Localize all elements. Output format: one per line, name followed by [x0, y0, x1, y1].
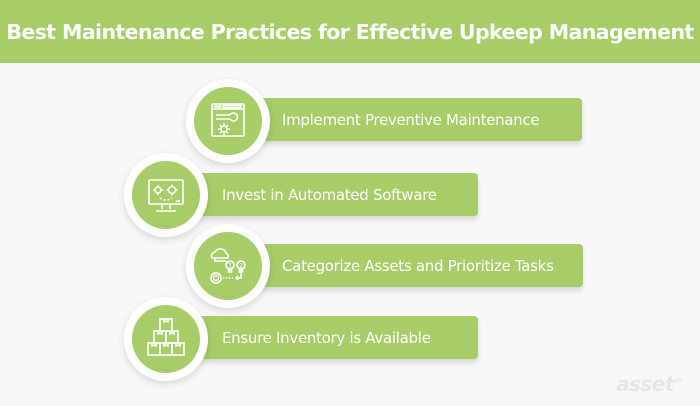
practice-item-preventive-maintenance: Implement Preventive Maintenance	[240, 98, 582, 141]
practice-label: Categorize Assets and Prioritize Tasks	[282, 256, 554, 275]
browser-wrench-gear-icon	[211, 103, 245, 137]
svg-text:1: 1	[228, 263, 232, 270]
practice-icon-circle	[124, 153, 208, 237]
practice-item-inventory: Ensure Inventory is Available	[180, 316, 478, 359]
practice-item-categorize-assets: Categorize Assets and Prioritize Tasks	[240, 244, 583, 287]
stacked-boxes-icon	[147, 318, 185, 356]
logo-mark: ∞	[673, 375, 682, 387]
practice-icon-circle	[124, 297, 208, 381]
svg-text:2: 2	[239, 263, 243, 270]
practice-label: Ensure Inventory is Available	[222, 328, 431, 347]
brand-logo: asset∞	[616, 372, 682, 396]
practice-label: Invest in Automated Software	[222, 185, 437, 204]
page-title: Best Maintenance Practices for Effective…	[6, 19, 694, 44]
logo-text: asset	[616, 372, 674, 396]
cloud-bulbs-priority-icon: 1 2	[210, 248, 246, 284]
practice-label: Implement Preventive Maintenance	[282, 110, 540, 129]
header-banner: Best Maintenance Practices for Effective…	[0, 0, 700, 63]
practice-item-automated-software: Invest in Automated Software	[180, 173, 478, 216]
monitor-gears-icon	[148, 179, 184, 212]
practice-icon-circle: 1 2	[186, 224, 270, 308]
practice-icon-circle	[186, 79, 270, 163]
